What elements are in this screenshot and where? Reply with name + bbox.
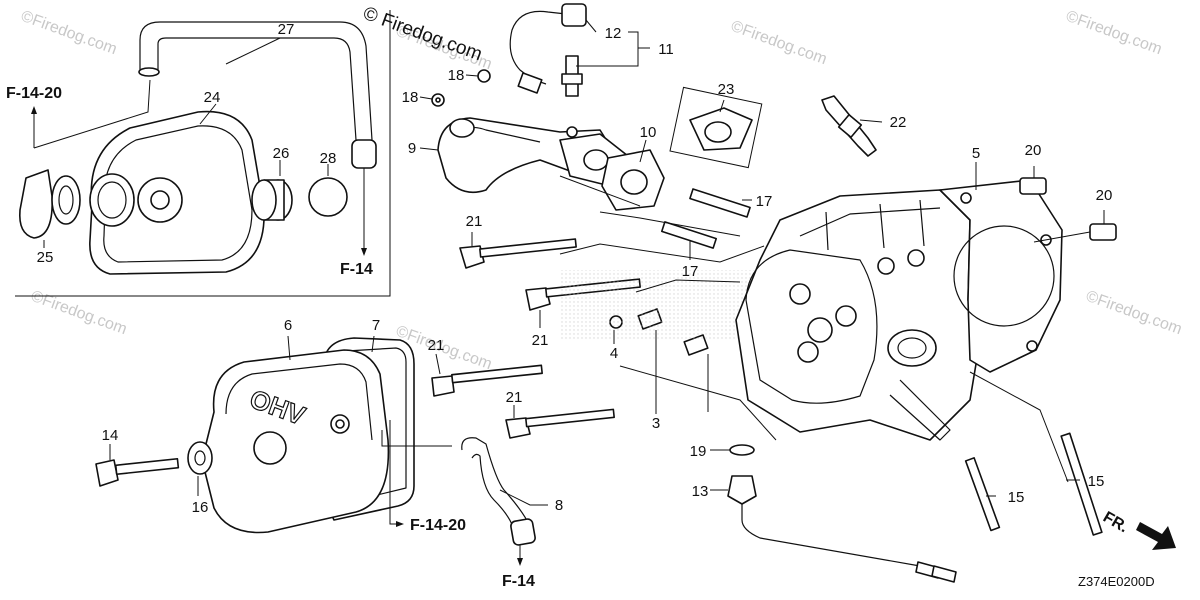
part-number-11: 11 [658,41,674,58]
bolt-14 [95,457,180,487]
washer-18a [477,69,491,83]
sender-wire [741,504,921,567]
sender-13 [727,475,757,505]
washer-16 [187,441,213,475]
part-number-25: 25 [37,249,54,266]
svg-text:©Firedog.com: ©Firedog.com [1064,8,1164,58]
part-number-20b: 20 [1096,187,1113,204]
sensor-head [561,3,587,27]
washer-19 [729,444,755,456]
bolt-21d [505,408,615,439]
part-number-20a: 20 [1025,142,1042,159]
insulator-frame [669,86,763,169]
part-number-15b: 15 [1088,473,1105,490]
part-number-12: 12 [605,25,622,42]
part-number-18b: 18 [402,89,419,106]
cross-references: F-14-20 F-14 F-14-20 F-14 [6,85,535,590]
inset-frame [15,10,391,297]
breather-disc [308,177,348,217]
part-number-19: 19 [690,443,707,460]
stud-15a [964,457,1001,532]
front-label: FR. [1100,509,1131,537]
part-number-21d: 21 [506,389,523,406]
breather-tube-8 [461,437,531,527]
part-number-7: 7 [372,317,380,334]
sensor-wire [509,10,567,85]
stud-15b [1060,432,1103,536]
part-number-16: 16 [192,499,209,516]
diagram-code: Z374E0200D [1078,574,1155,589]
part-number-27: 27 [278,21,295,38]
part-number-8: 8 [555,497,563,514]
part-number-23: 23 [718,81,735,98]
part-number-22: 22 [890,114,907,131]
ref-f-14-right: F-14 [340,261,373,278]
ref-f-14-20-bottom: F-14-20 [410,517,466,534]
dowel-20a [1019,177,1047,195]
copyright-text: © Firedog.com [360,3,485,65]
elbow-fitting [18,169,53,239]
dowel-20b [1089,223,1117,241]
part-number-24: 24 [204,89,221,106]
valve-cover [201,349,390,534]
bolt-21a [459,238,577,269]
cylinder-head [735,189,981,441]
part-number-13: 13 [692,483,709,500]
front-direction-indicator: FR. [1100,509,1176,550]
part-number-10: 10 [640,124,657,141]
part-number-5: 5 [972,145,980,162]
bolt-21c [431,364,543,397]
part-number-15a: 15 [1008,489,1025,506]
part-number-17a: 17 [756,193,773,210]
part-number-14: 14 [102,427,119,444]
part-number-9: 9 [408,140,416,157]
breather-tube-inner [157,37,357,141]
stud-17a [689,188,751,218]
svg-text:©Firedog.com: ©Firedog.com [1084,288,1184,338]
part-number-4: 4 [610,345,618,362]
part-number-3: 3 [652,415,660,432]
part-number-6: 6 [284,317,292,334]
sensor-connector [517,72,543,94]
part-number-28: 28 [320,150,337,167]
part-number-21b: 21 [532,332,549,349]
svg-text:©Firedog.com: ©Firedog.com [19,8,119,58]
part-number-21a: 21 [466,213,483,230]
head-gasket [939,179,1063,373]
svg-text:©Firedog.com: ©Firedog.com [29,288,129,338]
part-number-26: 26 [273,145,290,162]
svg-text:©Firedog.com: ©Firedog.com [729,18,829,68]
breather-tube-end-bottom [351,139,377,169]
part-number-17b: 17 [682,263,699,280]
part-numbers: 27 24 26 28 25 12 11 18 18 9 10 23 22 5 … [37,21,1113,516]
breather-tube-end-top [138,67,160,77]
leader-lines [109,19,1105,566]
breather-tube [139,21,373,141]
stud-17b [660,221,718,249]
front-arrow-icon [1136,522,1176,550]
ref-f-14-20-top: F-14-20 [6,85,62,102]
part-number-18a: 18 [448,67,465,84]
part-number-21c: 21 [428,337,445,354]
ref-f-14-bottom: F-14 [502,573,535,590]
